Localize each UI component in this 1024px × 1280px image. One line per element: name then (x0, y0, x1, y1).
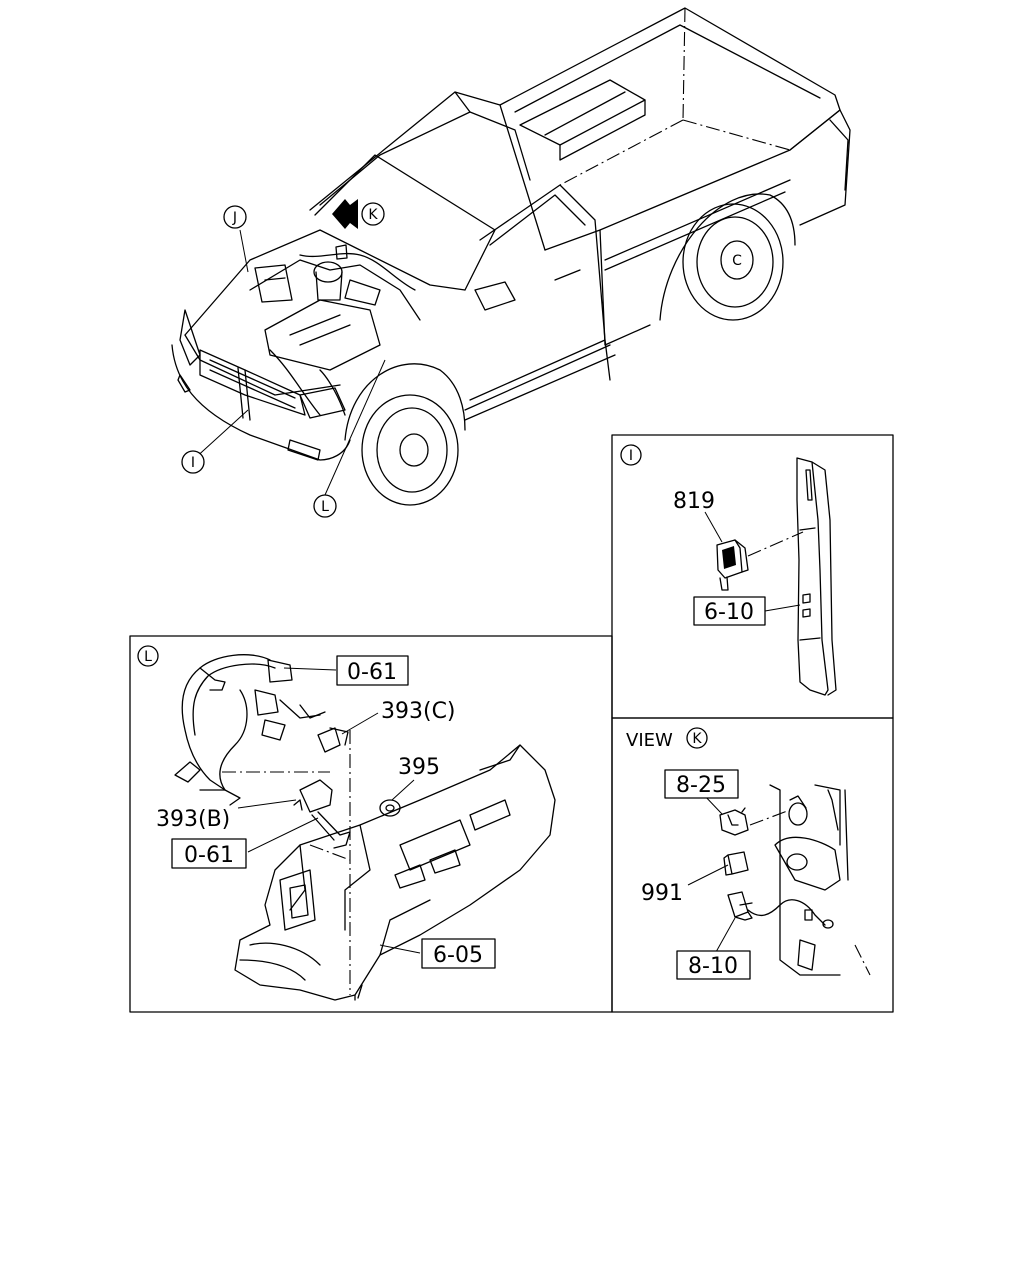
svg-text:C: C (732, 253, 742, 269)
callout-L: L (313, 494, 337, 518)
label-991: 991 (641, 881, 683, 906)
label-0-61-top: 0-61 (347, 660, 397, 685)
label-393c: 393(C) (381, 699, 456, 724)
label-819: 819 (673, 489, 715, 514)
callout-I-label: I (191, 455, 195, 471)
panel-K-view-prefix: VIEW (626, 730, 673, 751)
panel-I: I 819 6-10 (620, 444, 837, 696)
label-395: 395 (398, 755, 440, 780)
label-6-05: 6-05 (433, 943, 483, 968)
callout-L-label: L (321, 499, 329, 515)
panel-K: VIEW K 8-25 9 (626, 727, 871, 980)
callout-K-label: K (368, 207, 378, 223)
label-8-25: 8-25 (676, 773, 726, 798)
callout-I: I (181, 450, 205, 474)
label-6-10: 6-10 (704, 600, 754, 625)
callout-J: J (223, 205, 247, 229)
label-8-10: 8-10 (688, 954, 738, 979)
panel-L: L (137, 645, 556, 1001)
panel-I-tag: I (629, 448, 633, 464)
panel-K-tag: K (692, 731, 702, 747)
panel-L-tag: L (144, 649, 152, 665)
panel-frames (129, 434, 894, 1013)
label-0-61-bottom: 0-61 (184, 843, 234, 868)
truck-illustration: C (171, 7, 851, 506)
callout-K: K (361, 202, 385, 226)
label-393b: 393(B) (156, 807, 230, 832)
callout-J-label: J (232, 210, 237, 226)
